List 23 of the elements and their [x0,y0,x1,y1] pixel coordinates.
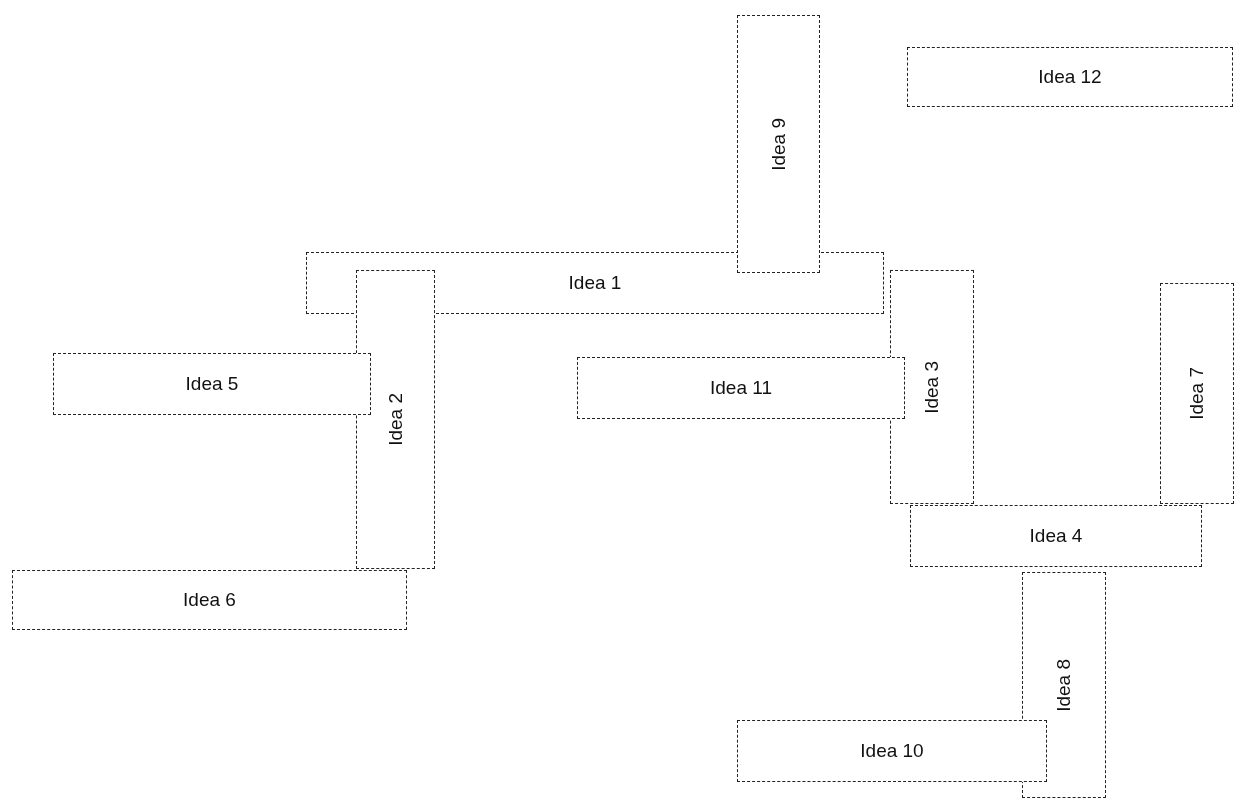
idea-label: Idea 10 [860,740,924,762]
idea-label: Idea 12 [1038,66,1102,88]
idea-label: Idea 9 [767,117,790,171]
idea-box [737,720,1047,782]
idea-label: Idea 4 [1029,525,1083,547]
idea-label: Idea 7 [1186,367,1208,420]
idea-label: Idea 3 [921,360,943,414]
idea-box [890,270,974,504]
idea-label: Idea 8 [1053,658,1075,712]
idea-label: Idea 2 [384,393,407,446]
idea-box [1160,283,1234,504]
idea-box [577,357,905,419]
idea-box [737,15,820,273]
idea-box [12,570,407,630]
idea-box [907,47,1233,107]
idea-box [1022,572,1106,798]
idea-label: Idea 5 [185,373,239,395]
idea-label: Idea 11 [710,377,772,399]
idea-box [910,505,1202,567]
idea-label: Idea 6 [183,589,236,611]
idea-box [356,270,435,569]
idea-box [53,353,371,415]
idea-label: Idea 1 [568,272,622,294]
